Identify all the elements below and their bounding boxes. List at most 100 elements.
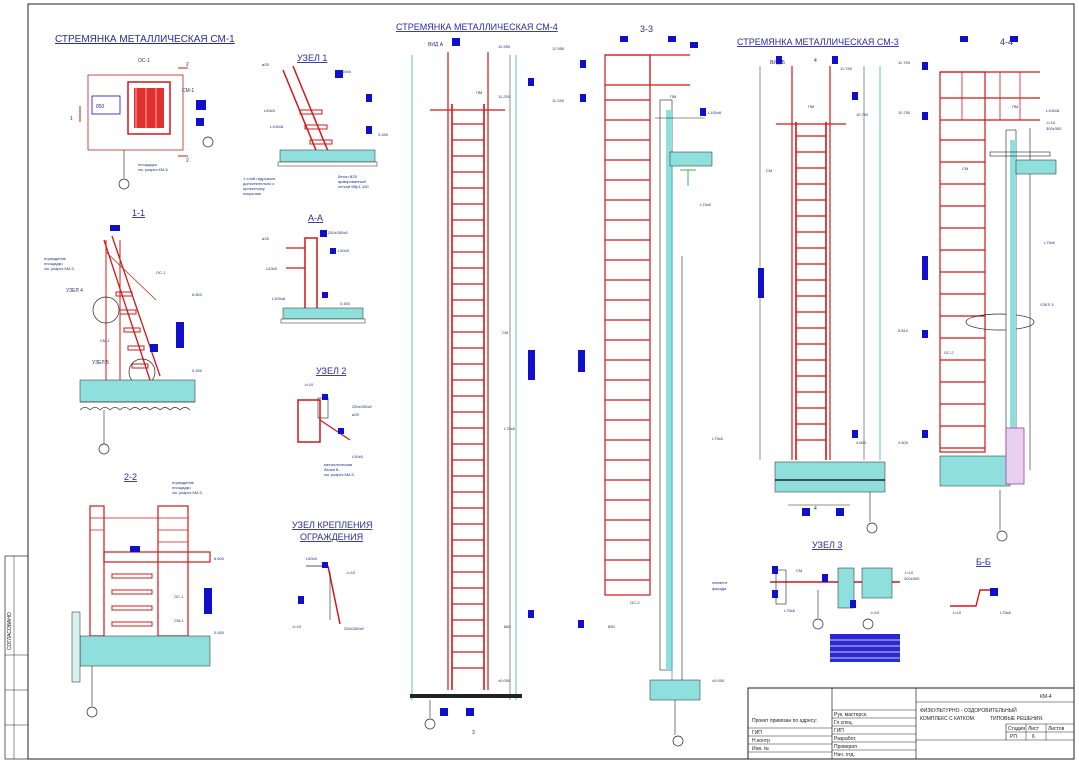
title-block: КМ-4 ФИЗКУЛЬТУРНО - ОЗДОРОВИТЕЛЬНЫЙ КОМП… xyxy=(747,687,1075,760)
titleblock-stage-header: Стадия xyxy=(1008,726,1025,732)
section-44-l75: L75x6 xyxy=(1044,240,1056,245)
node1-title: УЗЕЛ 1 xyxy=(297,53,327,63)
cm4-level-0: ±0.000 xyxy=(498,678,511,683)
section-33-oc2: ОС-2 xyxy=(630,600,640,605)
titleblock-stage: РП xyxy=(1010,734,1017,740)
railing-node-title-2: ОГРАЖДЕНИЯ xyxy=(300,532,363,542)
section-22-level-top: 6.600 xyxy=(214,556,225,561)
node1-level: 0.450 xyxy=(378,132,389,137)
titleblock-project-ref: Проект привязан по адресу: xyxy=(752,718,817,724)
titleblock-col-1: Рук. мастерск. xyxy=(834,712,867,718)
section-33-level-0: ±0.000 xyxy=(712,678,725,683)
titleblock-col-5: Проверил xyxy=(834,744,857,750)
section-bb-l75: L75x6 xyxy=(1000,610,1012,615)
cm1-arrow2-bottom: 2 xyxy=(186,158,189,164)
section-11-title: 1-1 xyxy=(132,208,145,218)
node3-plate: 300x300 xyxy=(904,576,920,581)
section-44-plate: 300x300 xyxy=(1046,126,1062,131)
section-11-node5: УЗЕЛ 5 xyxy=(92,360,109,366)
section-aa-title: А-А xyxy=(308,213,323,223)
node3-l75: L75x6 xyxy=(784,608,796,613)
node2-pl10: -t=10 xyxy=(304,382,314,387)
cm4-view-a: ВИД А xyxy=(428,42,444,48)
section-44-title: 4-4 xyxy=(1000,37,1013,47)
railing-node-title-1: УЗЕЛ КРЕПЛЕНИЯ xyxy=(292,520,372,530)
section-bb: Б-Б -t=10 L75x6 xyxy=(950,557,1012,615)
cm4-dim: 850 xyxy=(504,624,511,629)
section-44-oc2: ОС-2 xyxy=(944,350,954,355)
section-aa-l50: L50x5 xyxy=(338,248,350,253)
cm4-rungs xyxy=(452,123,484,669)
section-44-level-2: 10.750 xyxy=(898,110,911,115)
section-44-level-low: 4.600 xyxy=(898,440,909,445)
titleblock-col-3: ГИП xyxy=(834,728,844,734)
node3-pl10: -t=10 xyxy=(904,570,914,575)
section-aa-l100: L100x8 xyxy=(272,296,286,301)
titleblock-row-3: Инв. № xyxy=(752,746,769,752)
node2-d25: ø25 xyxy=(352,412,360,417)
node1-layer3: проектному xyxy=(243,186,265,191)
node1-layer4: покрытию xyxy=(243,191,261,196)
railing-fixing-node: УЗЕЛ КРЕПЛЕНИЯ ОГРАЖДЕНИЯ L50x5 -t=10 -t… xyxy=(292,520,372,631)
section-11-oc1: ОС-1 xyxy=(156,270,166,275)
cm4-title: СТРЕМЯНКА МЕТАЛЛИЧЕСКАЯ СМ-4 xyxy=(396,22,558,32)
node2-l50: L50x5 xyxy=(352,454,364,459)
cm3-level-top: 11.750 xyxy=(840,66,853,71)
section-11-level-low: 0.450 xyxy=(192,368,203,373)
cm3-section-4-top: 4 xyxy=(814,58,817,64)
cm1-ploshadka: площадка xyxy=(138,162,157,167)
cm3-pm: ПМ xyxy=(808,104,814,109)
section-22-oc1: ОС-1 xyxy=(174,594,184,599)
node1-l100: L100x8 xyxy=(270,124,284,129)
titleblock-col-4: Разработ. xyxy=(834,736,856,742)
cm4-cm: СМ xyxy=(502,330,508,335)
section-22-cm1: СМ-1 xyxy=(174,618,185,623)
section-22-rail1: ограждение xyxy=(172,480,195,485)
section-11-rail2: площадки xyxy=(44,261,63,266)
railing-node-plate: 250x250x8 xyxy=(344,626,364,631)
section-44-pm: ПМ xyxy=(1012,104,1018,109)
section-22-level-low: 0.450 xyxy=(214,630,225,635)
cm4-elevation: СТРЕМЯНКА МЕТАЛЛИЧЕСКАЯ СМ-4 ВИД А 12.95… xyxy=(396,22,558,736)
titleblock-project-3: ТИПОВЫЕ РЕШЕНИЯ. xyxy=(990,716,1043,722)
section-33-l75b: L75x6 xyxy=(712,436,724,441)
section-44-l100: L100x8 xyxy=(1046,108,1060,113)
section-33-l100: L100x8 xyxy=(708,110,722,115)
titleblock-project-2: КОМПЛЕКС С КАТКОМ. xyxy=(920,716,975,722)
section-11-level-top: 6.600 xyxy=(192,292,203,297)
node1-d25: ø25 xyxy=(262,62,270,67)
node3-title: УЗЕЛ 3 xyxy=(812,540,842,550)
section-11-cm1: СМ-1 xyxy=(100,338,111,343)
node1-concrete1: бетон В25 xyxy=(338,174,358,179)
section-aa: А-А ø25 250x250x8 L50x5 L63x5 L100x8 0.4… xyxy=(262,213,366,324)
node2-beam1: металлическая xyxy=(324,462,352,467)
section-33-fasad: фасада xyxy=(712,586,727,591)
cm1-arrow2-top: 2 xyxy=(186,62,189,68)
cm1-dim-label: 850 xyxy=(96,104,105,110)
approval-stamp-label: СОГЛАСОВАНО xyxy=(7,612,13,650)
node1-layer2: дополнительно к xyxy=(243,181,274,186)
section-11: 1-1 ограждение площадки см. разрез КМ-5 … xyxy=(44,208,203,455)
railing-node-pl10: -t=10 xyxy=(346,570,356,575)
cm1-oc1-label: ОС-1 xyxy=(138,58,150,64)
section-aa-level: 0.450 xyxy=(340,301,351,306)
titleblock-project-1: ФИЗКУЛЬТУРНО - ОЗДОРОВИТЕЛЬНЫЙ xyxy=(920,706,1017,714)
section-22-title: 2-2 xyxy=(124,472,137,482)
section-44-pl10: -t=10 xyxy=(1046,120,1056,125)
cm3-rungs xyxy=(796,135,826,441)
titleblock-col-6: Нач. отд. xyxy=(834,752,855,758)
node1-l63: L63x5 xyxy=(264,108,276,113)
cm4-section-3: 3 xyxy=(472,730,475,736)
section-33-pm: ПМ xyxy=(670,94,676,99)
section-44-level-3: 5.810 xyxy=(898,328,909,333)
section-44: 4-4 11.750 10.750 5.810 4.600 ПМ L100x8 … xyxy=(898,36,1062,542)
cm3-level-2: 10.750 xyxy=(856,112,869,117)
cm1-cm1-label: СМ-1 xyxy=(182,88,194,94)
cm1-plan-view: СТРЕМЯНКА МЕТАЛЛИЧЕСКАЯ СМ-1 ОС-1 СМ-1 2… xyxy=(55,34,235,190)
cm4-level-2: 11.250 xyxy=(498,94,511,99)
node3-pl10-b: -t=10 xyxy=(870,610,880,615)
node3-cm: СМ xyxy=(796,568,802,573)
node2-beam3: см. разрез КМ-5 xyxy=(324,472,355,477)
node2-beam2: балка Б- xyxy=(324,467,341,472)
section-33-l75a: L75x6 xyxy=(700,202,712,207)
